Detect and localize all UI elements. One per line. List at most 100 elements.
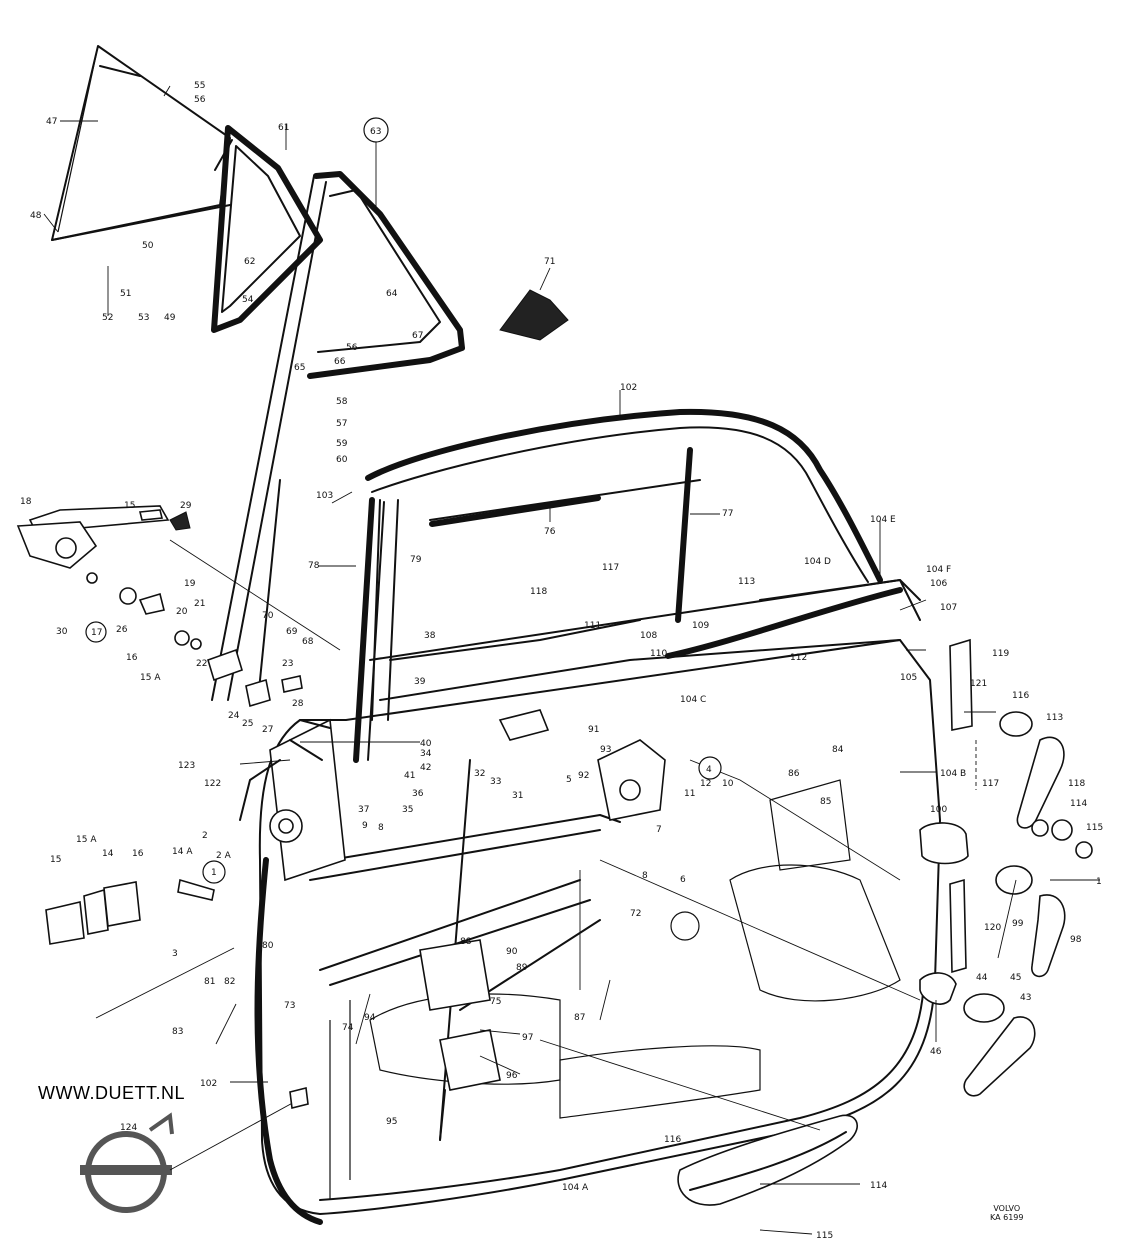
corner-label-line2: KA 6199 <box>990 1213 1024 1222</box>
label-71: 68 <box>302 637 314 647</box>
label-121: 113 <box>738 577 755 587</box>
label-32: 29 <box>180 501 192 511</box>
label-10: 9 <box>362 821 368 831</box>
label-129: 121 <box>970 679 987 689</box>
label-118: 110 <box>650 649 667 659</box>
label-132: 124 <box>120 1123 137 1133</box>
vent-window-glass <box>51 45 233 241</box>
label-61: 58 <box>336 397 348 407</box>
label-59b: 56 <box>346 343 358 353</box>
label-130: 122 <box>204 779 221 789</box>
label-113: 105 <box>900 673 917 683</box>
label-27: 24 <box>228 711 240 721</box>
escutcheons <box>919 822 1033 895</box>
label-79: 76 <box>544 527 556 537</box>
label-41: 38 <box>424 631 436 641</box>
label-6: 6 <box>680 875 686 885</box>
label-1b: 1 <box>1096 877 1102 887</box>
window-frame-triangle <box>307 171 465 379</box>
label-69: 66 <box>334 357 346 367</box>
label-60: 57 <box>336 419 347 429</box>
label-67: 64 <box>386 289 398 299</box>
label-11: 10 <box>722 779 734 789</box>
label-31: 28 <box>292 699 304 709</box>
label-91: 88 <box>460 937 472 947</box>
label-99: 96 <box>506 1071 518 1081</box>
label-1: 1 <box>211 868 217 878</box>
label-72: 69 <box>286 627 298 637</box>
label-58: 55 <box>194 81 205 91</box>
label-18: 15 A <box>140 673 161 683</box>
label-106: 103 <box>316 491 333 501</box>
door-shell <box>254 408 941 1225</box>
label-20: 17 <box>91 628 102 638</box>
label-92: 89 <box>516 963 528 973</box>
label-21: 18 <box>20 497 32 507</box>
label-25: 22 <box>196 659 207 669</box>
label-128: 120 <box>984 923 1001 933</box>
label-62: 59 <box>336 439 348 449</box>
lock-cylinder-parts <box>86 539 341 708</box>
label-16: 16 <box>132 849 144 859</box>
label-96: 93 <box>600 745 611 755</box>
label-8: 8 <box>642 871 648 881</box>
label-82: 79 <box>410 555 422 565</box>
label-65: 62 <box>244 257 255 267</box>
label-56: 53 <box>138 313 149 323</box>
striker-plate <box>45 878 215 945</box>
label-114: 106 <box>930 579 947 589</box>
label-17: 15 <box>124 501 135 511</box>
label-84: 81 <box>204 977 215 987</box>
label-107: 104 A <box>562 1183 589 1193</box>
label-26: 23 <box>282 659 293 669</box>
division-bar <box>211 175 327 701</box>
label-74: 71 <box>544 257 555 267</box>
label-117: 109 <box>692 621 709 631</box>
label-54: 51 <box>120 289 131 299</box>
label-48: 45 <box>1010 973 1021 983</box>
label-123: 115 <box>816 1231 833 1241</box>
label-4: 4 <box>706 765 712 775</box>
window-regulator <box>309 739 666 1141</box>
label-86: 83 <box>172 1027 183 1037</box>
label-3: 2 A <box>216 851 232 861</box>
label-38: 35 <box>402 805 413 815</box>
label-51: 48 <box>30 211 42 221</box>
label-104E: 117 <box>982 779 999 789</box>
label-23: 20 <box>176 607 188 617</box>
corner-label: VOLVO KA 6199 <box>990 1204 1023 1222</box>
label-15A: 15 A <box>76 835 97 845</box>
label-116: 108 <box>640 631 657 641</box>
label-127: 119 <box>992 649 1009 659</box>
label-122: 114 <box>870 1181 887 1191</box>
label-14A: 14 A <box>172 847 193 857</box>
label-80: 77 <box>722 509 733 519</box>
label-131: 123 <box>178 761 195 771</box>
inner-handle-104 <box>999 711 1093 859</box>
label-68: 65 <box>294 363 305 373</box>
label-35: 32 <box>474 769 485 779</box>
label-2: 2 <box>202 831 208 841</box>
label-87: 84 <box>832 745 844 755</box>
label-73: 70 <box>262 611 274 621</box>
label-39: 36 <box>412 789 424 799</box>
label-101: 98 <box>1070 935 1082 945</box>
door-lock <box>239 718 346 882</box>
label-36: 33 <box>490 777 501 787</box>
label-115: 107 <box>940 603 957 613</box>
label-46: 43 <box>1020 993 1031 1003</box>
label-100: 97 <box>522 1033 533 1043</box>
corner-label-line1: VOLVO <box>993 1204 1021 1213</box>
label-47: 44 <box>976 973 988 983</box>
label-12: 11 <box>684 789 695 799</box>
label-22: 19 <box>184 579 196 589</box>
armrest <box>677 1114 858 1206</box>
label-125: 117 <box>602 563 619 573</box>
label-15: 15 <box>50 855 61 865</box>
part-labels: 47 48 49 50 51 52 53 54 55 56 56 57 58 5… <box>20 81 1103 1241</box>
label-78: 75 <box>490 997 501 1007</box>
label-102: 99 <box>1012 919 1024 929</box>
label-110: 104 D <box>804 557 831 567</box>
label-59: 56 <box>194 95 206 105</box>
